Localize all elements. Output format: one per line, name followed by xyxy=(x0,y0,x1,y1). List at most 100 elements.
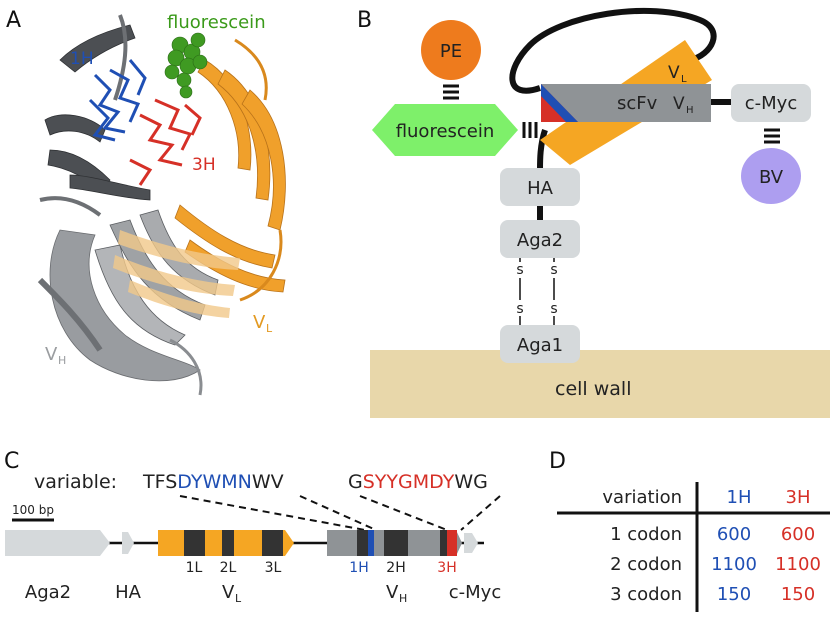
table-row: 2 codon 1100 1100 xyxy=(610,554,821,575)
svg-text:V: V xyxy=(253,312,266,333)
svg-text:s: s xyxy=(516,262,523,278)
vl-domain-ribbon xyxy=(174,38,286,302)
seq-h1: TFSDYWMNWV xyxy=(142,471,284,493)
h3-dark xyxy=(440,530,447,556)
scfv-blue-corner xyxy=(541,84,578,122)
svg-text:V: V xyxy=(45,344,58,365)
svg-text:150: 150 xyxy=(717,584,751,605)
pe-circle xyxy=(421,20,481,80)
bv-circle xyxy=(741,148,801,204)
vh-label-b: V H xyxy=(673,94,694,116)
svg-text:600: 600 xyxy=(781,524,815,545)
fluorescein-label-a: fluorescein xyxy=(167,12,266,33)
gene-labels: Aga2 HA V L V H c-Myc xyxy=(25,582,501,605)
h3-loop xyxy=(129,98,202,186)
panel-a-letter: A xyxy=(6,8,21,33)
h1-loop xyxy=(88,59,147,142)
dark-domain-ribbon xyxy=(39,14,151,217)
svg-text:1 codon: 1 codon xyxy=(610,524,682,545)
ha-gene xyxy=(122,532,134,554)
svg-text:150: 150 xyxy=(781,584,815,605)
svg-text:L: L xyxy=(235,592,242,605)
panel-b-letter: B xyxy=(357,8,372,33)
svg-text:H: H xyxy=(399,592,407,605)
l1-region xyxy=(184,530,205,556)
fluorescein-label-b: fluorescein xyxy=(396,121,495,142)
header-3h: 3H xyxy=(786,487,811,508)
svg-text:s: s xyxy=(516,301,523,317)
h1-gene-label: 1H xyxy=(349,560,368,576)
pe-label: PE xyxy=(440,41,462,62)
l2-region xyxy=(222,530,234,556)
seq-h3: GSYYGMDYWG xyxy=(348,471,488,493)
aga2-gene xyxy=(5,530,110,556)
svg-text:3 codon: 3 codon xyxy=(610,584,682,605)
svg-text:1100: 1100 xyxy=(711,554,757,575)
linker-ha xyxy=(537,129,548,171)
svg-text:L: L xyxy=(266,322,273,335)
vh-label-a: V H xyxy=(45,344,66,367)
svg-text:L: L xyxy=(681,74,687,85)
svg-text:c-Myc: c-Myc xyxy=(449,582,501,603)
aga2-label-b: Aga2 xyxy=(517,230,563,251)
panel-c: C variable: TFSDYWMNWV GSYYGMDYWG 100 bp xyxy=(4,449,501,605)
svg-text:V: V xyxy=(222,582,235,603)
svg-text:s: s xyxy=(550,301,557,317)
panel-d: D variation 1H 3H 1 codon 600 600 2 codo… xyxy=(549,449,830,612)
svg-text:2 codon: 2 codon xyxy=(610,554,682,575)
svg-text:V: V xyxy=(386,582,399,603)
svg-text:H: H xyxy=(686,105,694,116)
cmyc-box xyxy=(731,84,811,122)
h3-gene-label: 3H xyxy=(437,560,456,576)
ha-label-b: HA xyxy=(527,178,554,199)
h3-label-a: 3H xyxy=(192,155,216,175)
cell-wall xyxy=(370,350,830,418)
l3-region xyxy=(262,530,283,556)
ha-box xyxy=(500,168,580,206)
h1-label-a: 1H xyxy=(70,49,94,69)
panel-d-letter: D xyxy=(549,449,566,474)
fluorescein-spheres xyxy=(164,32,208,99)
svg-text:2H: 2H xyxy=(386,560,405,576)
svg-text:Aga2: Aga2 xyxy=(25,582,71,603)
svg-text:s: s xyxy=(550,262,557,278)
cmyc-bond xyxy=(764,128,780,144)
svg-text:2L: 2L xyxy=(220,560,237,576)
h2-region xyxy=(384,530,408,556)
pe-bond xyxy=(443,84,459,100)
panel-b: B cell wall scFv V H V L PE xyxy=(357,7,830,418)
vl-label-a: V L xyxy=(253,312,273,335)
cmyc-gene xyxy=(464,533,478,553)
vl-label-b: V L xyxy=(668,63,687,85)
svg-text:1L: 1L xyxy=(186,560,203,576)
scale-label: 100 bp xyxy=(12,503,54,517)
svg-text:1100: 1100 xyxy=(775,554,821,575)
fluorescein-bond xyxy=(522,122,538,138)
table-row: 3 codon 150 150 xyxy=(610,584,815,605)
header-variation: variation xyxy=(602,487,682,508)
region-labels: 1L 2L 3L 2H xyxy=(186,560,406,576)
scfv-linker-loop xyxy=(509,7,717,94)
aga1-label-b: Aga1 xyxy=(517,335,563,356)
table-row: 1 codon 600 600 xyxy=(610,524,815,545)
disulfide-bonds: s s s s xyxy=(516,262,557,317)
header-1h: 1H xyxy=(727,487,752,508)
svg-text:HA: HA xyxy=(115,582,142,603)
variable-label: variable: xyxy=(34,471,117,493)
scfv-label: scFv xyxy=(617,93,658,114)
aga2-box xyxy=(500,220,580,258)
vl-faded-ribbon xyxy=(113,230,240,318)
cell-wall-label: cell wall xyxy=(555,378,631,400)
h1-region xyxy=(368,530,374,556)
seq-dashed-lines xyxy=(179,495,501,531)
panel-a: A xyxy=(6,8,286,396)
bv-label: BV xyxy=(759,167,784,188)
aga1-box xyxy=(500,325,580,363)
fluorescein-hexagon xyxy=(372,104,518,156)
svg-text:600: 600 xyxy=(717,524,751,545)
h1-dark xyxy=(357,530,368,556)
svg-text:H: H xyxy=(58,354,66,367)
svg-text:V: V xyxy=(673,94,685,114)
panel-c-letter: C xyxy=(4,449,19,474)
